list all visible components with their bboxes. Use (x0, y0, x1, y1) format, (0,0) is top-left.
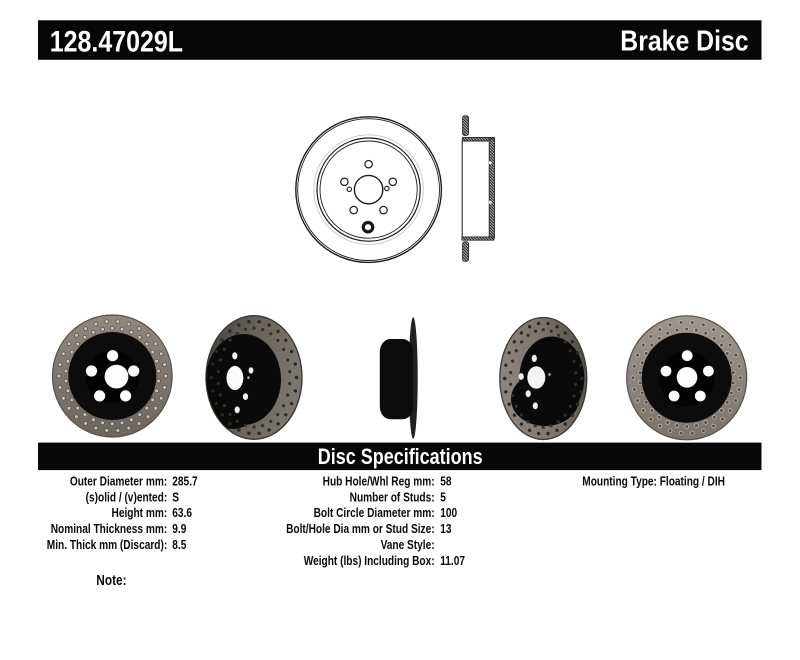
svg-text:9.9: 9.9 (172, 522, 187, 536)
svg-text:13: 13 (440, 522, 452, 536)
svg-text:Disc Specifications: Disc Specifications (318, 445, 483, 469)
svg-text:Number of Studs:: Number of Studs: (350, 490, 435, 504)
svg-text:(s)olid / (v)ented:: (s)olid / (v)ented: (86, 490, 168, 504)
svg-text:Vane Style:: Vane Style: (381, 538, 435, 552)
svg-text:128.47029L: 128.47029L (50, 24, 183, 58)
svg-text:11.07: 11.07 (440, 554, 465, 568)
svg-text:Hub Hole/Whl Reg mm:: Hub Hole/Whl Reg mm: (323, 474, 435, 488)
svg-text:Height mm:: Height mm: (112, 506, 168, 520)
svg-text:Bolt/Hole Dia mm or Stud Size:: Bolt/Hole Dia mm or Stud Size: (286, 522, 435, 536)
svg-text:Mounting Type: Floating / DIH: Mounting Type: Floating / DIH (582, 474, 725, 488)
svg-text:285.7: 285.7 (172, 474, 197, 488)
svg-text:8.5: 8.5 (172, 538, 187, 552)
svg-text:Weight (lbs) Including Box:: Weight (lbs) Including Box: (304, 554, 435, 568)
svg-text:63.6: 63.6 (172, 506, 192, 520)
svg-text:Nominal Thickness mm:: Nominal Thickness mm: (51, 522, 167, 536)
svg-text:5: 5 (440, 490, 446, 504)
svg-text:S: S (172, 490, 179, 504)
svg-text:Outer Diameter mm:: Outer Diameter mm: (70, 474, 167, 488)
svg-text:Note:: Note: (96, 571, 126, 588)
svg-text:Min. Thick mm (Discard):: Min. Thick mm (Discard): (47, 538, 167, 552)
svg-text:Brake Disc: Brake Disc (620, 25, 748, 57)
svg-text:100: 100 (440, 506, 457, 520)
svg-text:Bolt Circle Diameter mm:: Bolt Circle Diameter mm: (314, 506, 435, 520)
svg-text:58: 58 (440, 474, 452, 488)
